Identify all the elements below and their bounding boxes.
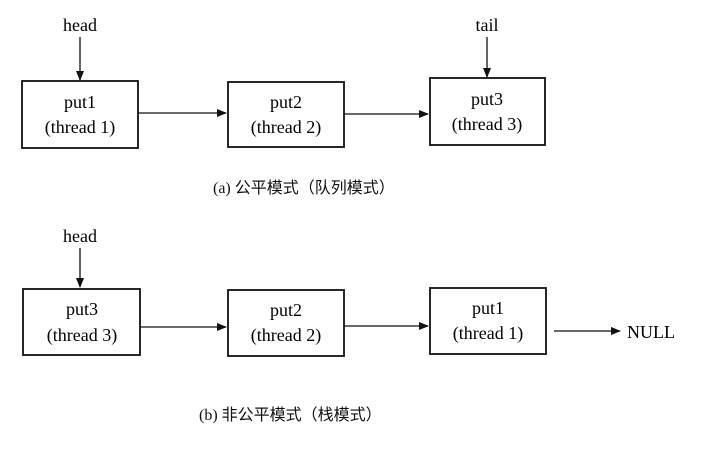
unfair-mode-caption: (b) 非公平模式（栈模式） [199,407,382,424]
unfair-head-label: head [63,226,97,246]
unfair-node-2-title: put2 [270,300,302,320]
unfair-null-label: NULL [627,322,675,342]
unfair-node-3-thread: (thread 1) [453,323,523,344]
fair-node-1-title: put1 [64,92,96,112]
fair-node-3-thread: (thread 3) [452,114,522,135]
unfair-node-3: put1 (thread 1) [429,287,547,355]
unfair-node-2-thread: (thread 2) [251,325,321,346]
unfair-node-3-title: put1 [472,298,504,318]
fair-head-label: head [63,15,97,35]
unfair-node-1-thread: (thread 3) [47,325,117,346]
unfair-node-2: put2 (thread 2) [227,289,345,357]
fair-node-2: put2 (thread 2) [227,81,345,148]
fair-node-1: put1 (thread 1) [21,80,139,149]
fair-node-3: put3 (thread 3) [429,77,546,146]
fair-tail-label: tail [476,15,499,35]
fair-node-3-title: put3 [471,89,503,109]
fair-node-2-thread: (thread 2) [251,117,321,138]
fair-node-1-thread: (thread 1) [45,117,115,138]
unfair-node-1: put3 (thread 3) [22,288,141,356]
fair-node-2-title: put2 [270,92,302,112]
fair-mode-caption: (a) 公平模式（队列模式） [213,180,395,197]
unfair-node-1-title: put3 [66,299,98,319]
